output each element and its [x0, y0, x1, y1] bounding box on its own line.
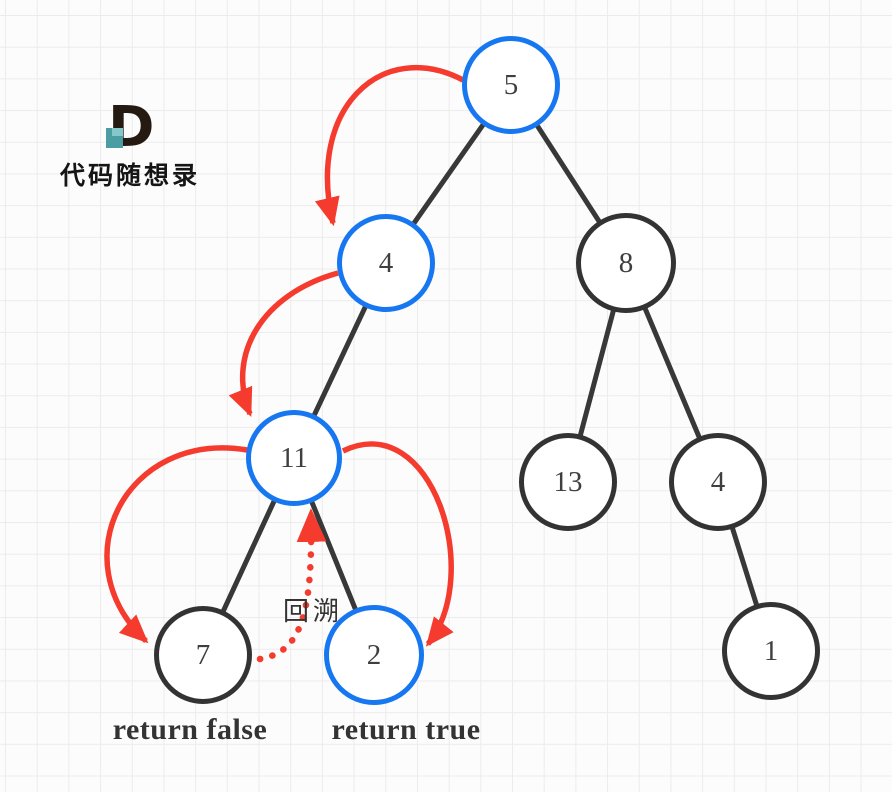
tree-node-8: 8 [576, 213, 676, 313]
traversal-arrow-11-to-7 [104, 445, 248, 644]
logo-teal-accent-light [112, 128, 123, 136]
tree-node-label: 4 [378, 246, 394, 279]
tree-node-label: 5 [503, 68, 519, 101]
tree-node-label: 4 [710, 465, 726, 498]
tree-node-13: 13 [519, 433, 617, 531]
backtrack-arrow-7-to-11 [256, 508, 327, 663]
tree-node-4: 4 [669, 433, 767, 531]
tree-node-7: 7 [154, 606, 252, 704]
tree-node-4: 4 [337, 214, 435, 312]
backtrack-label: 回溯 [282, 597, 344, 626]
tree-node-label: 11 [280, 441, 308, 474]
tree-node-5: 5 [462, 36, 560, 134]
tree-node-label: 1 [763, 634, 779, 667]
tree-node-1: 1 [722, 602, 820, 700]
tree-node-2: 2 [324, 605, 424, 705]
traversal-arrow-4-to-11 [228, 270, 339, 418]
traversal-arrow-5-to-4 [314, 65, 465, 227]
tree-node-label: 2 [366, 638, 382, 671]
tree-node-label: 7 [195, 638, 211, 671]
caption-return-true: return true [331, 713, 481, 746]
caption-return-false: return false [112, 713, 268, 746]
tree-node-label: 8 [618, 246, 634, 279]
tree-node-label: 13 [553, 465, 583, 498]
logo-brand-text: 代码随想录 [60, 163, 201, 190]
traversal-arrow-11-to-2 [341, 441, 454, 647]
tree-node-11: 11 [246, 410, 342, 506]
